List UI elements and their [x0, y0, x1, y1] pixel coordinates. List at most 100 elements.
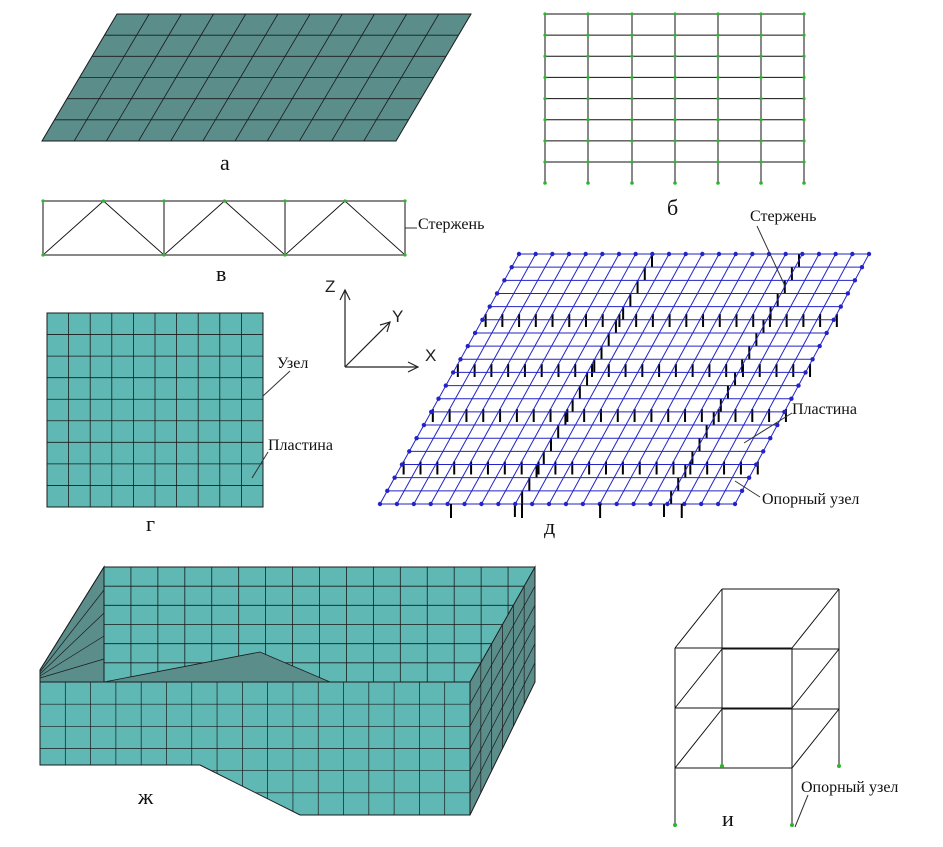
slab-node: [566, 251, 572, 257]
slab-node: [810, 357, 815, 362]
frame-b-node: [543, 160, 547, 164]
frame-b-node: [802, 160, 806, 164]
slab-grid-line: [582, 253, 720, 505]
frame-b-node: [586, 75, 590, 80]
coordinate-axes: [339, 288, 420, 373]
frame-b-support: [673, 181, 677, 185]
slab-node: [563, 501, 569, 507]
tank-right-wall-line: [469, 585, 536, 705]
frame-b-node: [673, 12, 677, 16]
slab-node: [509, 264, 514, 270]
slab-node: [850, 251, 855, 257]
slab-node: [429, 409, 434, 415]
slab-node: [768, 436, 773, 441]
slab-node: [733, 251, 738, 257]
note-rod-d: Стержень: [750, 208, 816, 225]
label-b: б: [667, 195, 678, 220]
frame-b-support: [630, 181, 634, 185]
frame-b-support: [759, 181, 763, 185]
slab-node: [385, 488, 390, 494]
frame-b-node: [716, 160, 720, 164]
label-v: в: [216, 261, 226, 286]
slab-node: [852, 278, 858, 283]
frame-b-node: [673, 54, 677, 58]
slab-node: [824, 330, 829, 336]
frame-b-node: [543, 118, 547, 122]
leader-plate-g: [251, 451, 269, 479]
frame-b-node: [802, 54, 806, 58]
truss-node: [283, 253, 287, 257]
axis-label-y: Y: [392, 307, 403, 326]
frame-b-node: [543, 33, 547, 37]
leader-node-g: [262, 370, 291, 397]
slab-grid-line: [480, 253, 620, 505]
frame-b-node: [802, 96, 806, 101]
slab-node: [633, 251, 638, 257]
slab-grid-line: [683, 253, 820, 505]
frame-b-node: [759, 160, 763, 164]
frame-b-node: [716, 139, 720, 143]
leader-rod-d: [756, 225, 786, 287]
slab-node: [428, 501, 433, 507]
truss-node: [162, 253, 166, 257]
slab-node: [796, 383, 801, 388]
slab-node: [616, 251, 622, 257]
slab-node: [580, 501, 586, 507]
slab-grid-line: [616, 253, 753, 505]
frame-b-node: [586, 54, 590, 58]
slab-grid-line: [633, 253, 770, 505]
truss-node: [222, 199, 227, 203]
slab-node: [546, 501, 552, 507]
slab-grid-line: [531, 253, 670, 505]
frame-b-node: [586, 33, 590, 37]
slab-node: [800, 251, 805, 257]
y-axis: [344, 321, 391, 368]
slab-node: [513, 501, 518, 507]
tank-left-wall-line: [39, 589, 105, 673]
slab-node: [421, 422, 427, 428]
slab-node: [443, 383, 449, 388]
plate-mesh-a: [41, 13, 472, 142]
slab-node: [445, 501, 450, 507]
slab-node: [665, 501, 670, 507]
frame-i-support: [837, 764, 841, 768]
slab-node: [411, 501, 417, 507]
shell-tank-zh: [39, 565, 536, 816]
frame-b-node: [716, 54, 720, 58]
frame-b-node: [630, 139, 634, 143]
slab-node: [682, 501, 687, 507]
slab-node: [803, 370, 808, 375]
note-support-i: Опорный узел: [801, 779, 898, 796]
spatial-frame-i: [673, 588, 841, 827]
slab-node: [775, 422, 780, 428]
slab-node: [533, 251, 538, 257]
slab-grid-line: [447, 253, 587, 505]
slab-node: [472, 330, 478, 336]
slab-node: [529, 501, 535, 507]
frame-i-beam: [674, 708, 723, 769]
frame-b-node: [543, 96, 547, 101]
slab-grid-line: [548, 253, 687, 505]
frame-i-beam: [791, 648, 840, 709]
slab-node: [750, 251, 755, 257]
slab-grid-line: [717, 253, 853, 505]
note-support-d: Опорный узел: [762, 491, 859, 508]
slab-node: [631, 501, 636, 507]
frame-b-node: [630, 160, 634, 164]
frame-b-node: [586, 96, 590, 101]
slab-node: [683, 251, 688, 257]
frame-i-support: [790, 823, 794, 827]
frame-b-node: [759, 75, 763, 80]
slab-node: [650, 251, 655, 257]
slab-node: [394, 501, 400, 507]
frame-i-beam: [674, 588, 723, 649]
leader-plate-d: [743, 412, 793, 444]
slab-node: [450, 370, 456, 375]
note-node-g: Узел: [277, 355, 308, 372]
slab-node: [666, 251, 672, 257]
frame-i-beam: [791, 588, 840, 649]
frame-b-node: [716, 75, 720, 80]
frame-b-node: [673, 96, 677, 101]
note-rod-v: Стержень: [418, 216, 484, 233]
slab-grid-line: [650, 253, 787, 505]
